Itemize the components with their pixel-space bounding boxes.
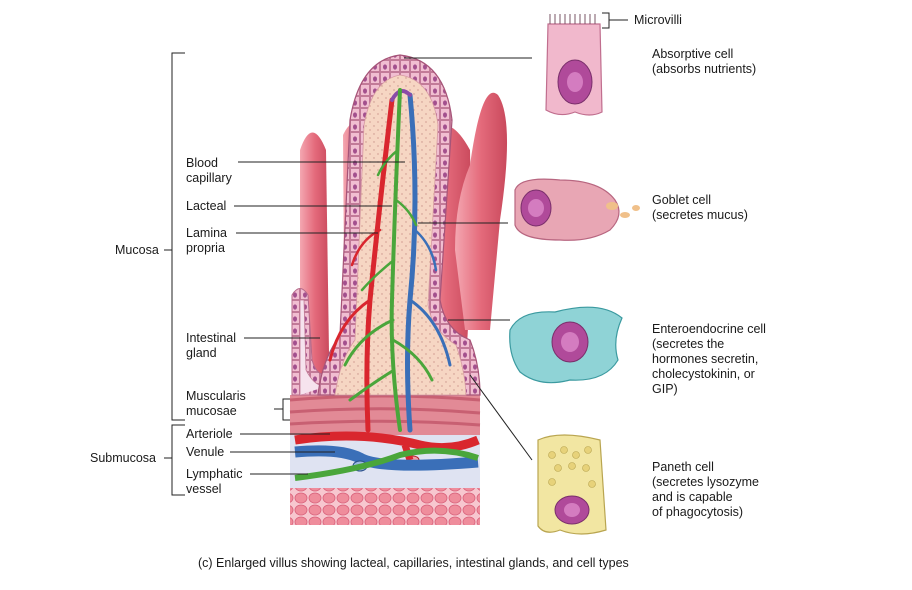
lymphatic-vessel [294, 447, 479, 481]
label-intestinal-gland: Intestinal gland [186, 331, 237, 360]
microvilli-bracket [602, 12, 628, 29]
paneth-cell-illustration [537, 434, 607, 535]
label-arteriole: Arteriole [186, 427, 233, 441]
label-lamina-propria: Lamina propria [186, 226, 227, 255]
label-microvilli: Microvilli [634, 13, 682, 27]
mucosa-bracket [164, 52, 185, 421]
label-absorptive-cell: Absorptive cell (absorbs nutrients) [652, 47, 757, 76]
muscularis-bracket [274, 398, 290, 421]
blood-capillary [328, 89, 452, 433]
goblet-cell-illustration [514, 178, 640, 241]
label-muscularis-mucosae: Muscularis mucosae [186, 389, 246, 418]
label-blood-capillary: Blood capillary [186, 156, 232, 185]
figure-caption: (c) Enlarged villus showing lacteal, cap… [198, 556, 629, 570]
label-paneth-cell: Paneth cell (secretes lysozyme and is ca… [652, 460, 759, 519]
label-enteroendocrine-cell: Enteroendocrine cell (secretes the hormo… [652, 322, 766, 396]
label-lacteal: Lacteal [186, 199, 227, 213]
lacteal [343, 88, 434, 432]
label-venule: Venule [186, 445, 225, 459]
label-mucosa: Mucosa [115, 243, 159, 257]
submucosa-bracket [164, 424, 185, 496]
label-goblet-cell: Goblet cell (secretes mucus) [652, 193, 748, 222]
paneth-cell-leader [469, 374, 533, 461]
label-submucosa: Submucosa [90, 451, 157, 465]
absorptive-cell-illustration [545, 14, 603, 116]
enteroendocrine-cell-illustration [509, 306, 623, 384]
label-lymphatic-vessel: Lymphatic vessel [186, 467, 243, 496]
leader-lines [230, 57, 533, 475]
